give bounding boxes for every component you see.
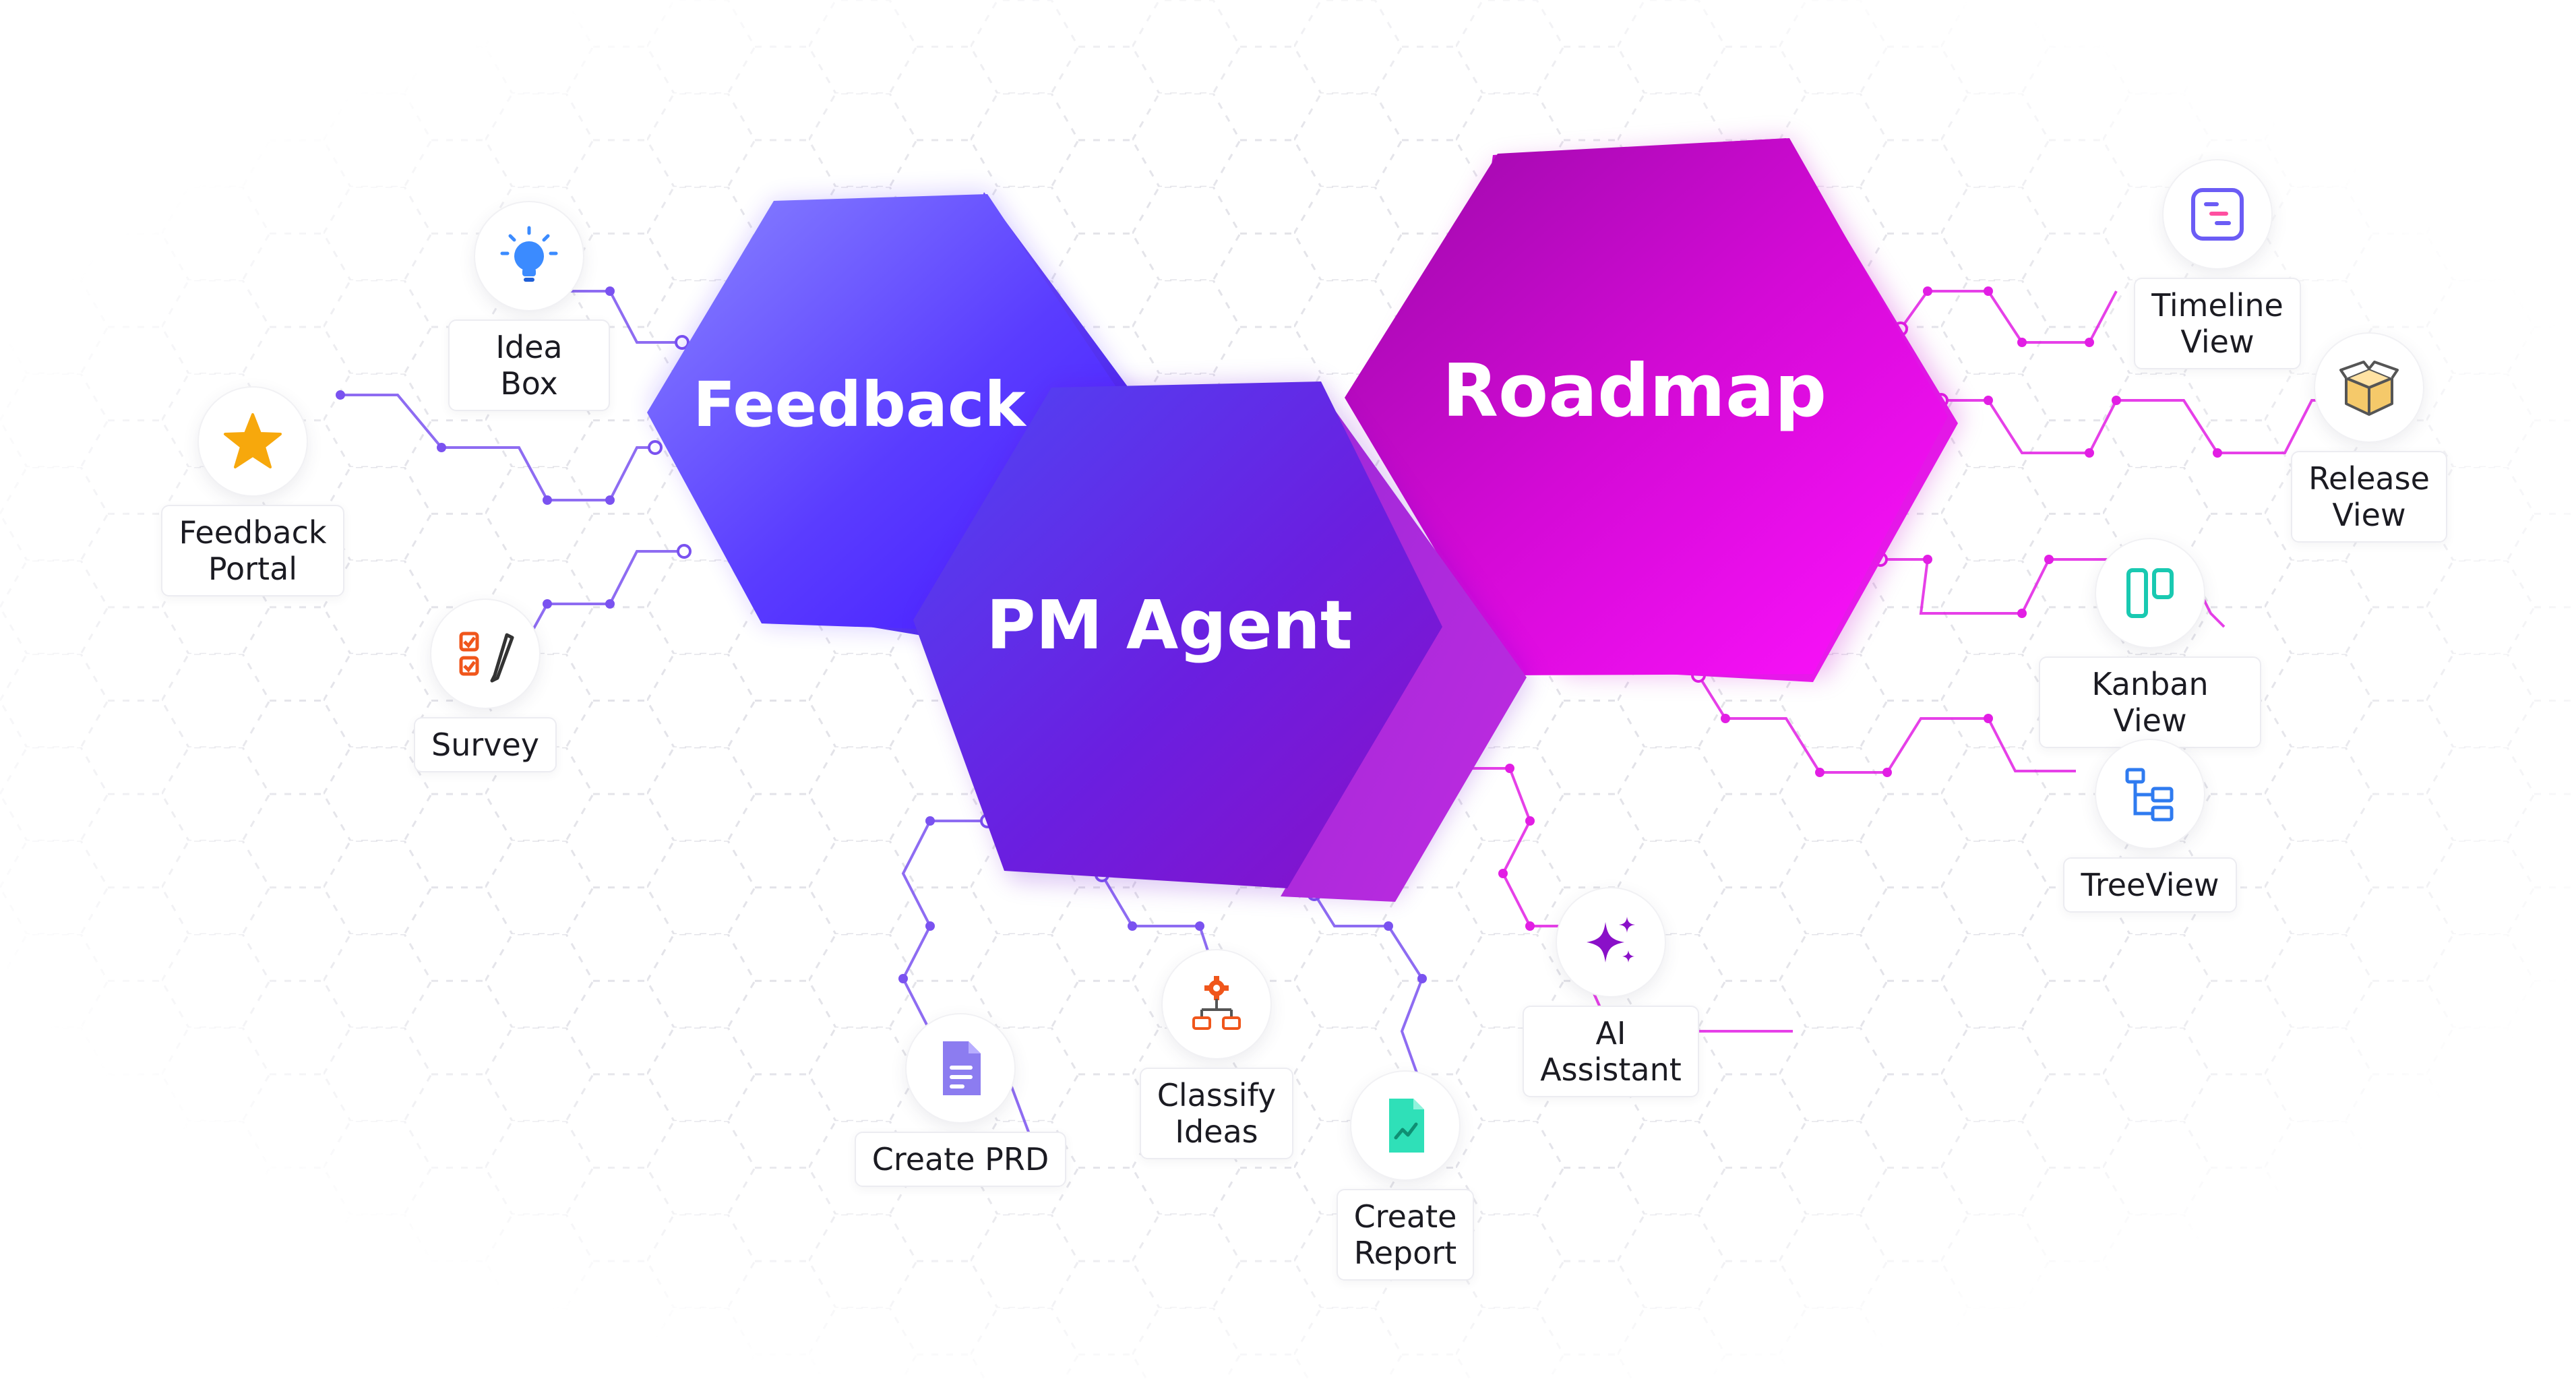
star-icon	[199, 388, 307, 495]
kanban-icon	[2096, 539, 2204, 647]
create-prd-label: Create PRD	[854, 1132, 1067, 1187]
feature-idea-box[interactable]: Idea Box	[448, 202, 610, 411]
timeline-icon	[2164, 160, 2271, 268]
gear-flow-icon	[1163, 950, 1270, 1058]
feature-ai-assistant[interactable]: AI Assistant	[1523, 888, 1699, 1097]
connector-dots-right	[1498, 286, 2222, 931]
tree-view-label: TreeView	[2063, 857, 2237, 913]
release-view-label: Release View	[2291, 451, 2447, 543]
roadmap-label: Roadmap	[1442, 349, 1827, 433]
report-icon	[1351, 1072, 1459, 1179]
feature-classify-ideas[interactable]: Classify Ideas	[1129, 950, 1304, 1159]
feature-create-prd[interactable]: Create PRD	[853, 1014, 1068, 1187]
feature-kanban-view[interactable]: Kanban View	[2039, 539, 2261, 748]
feature-create-report[interactable]: Create Report	[1324, 1072, 1486, 1281]
feedback-portal-label: Feedback Portal	[161, 505, 344, 596]
create-report-label: Create Report	[1336, 1189, 1475, 1281]
ai-assistant-label: AI Assistant	[1523, 1006, 1699, 1097]
checklist-icon	[431, 600, 539, 708]
sparkle-icon	[1557, 888, 1665, 996]
feature-feedback-portal[interactable]: Feedback Portal	[158, 388, 347, 596]
pm-agent-hexagon[interactable]: PM Agent	[913, 381, 1530, 902]
document-icon	[907, 1014, 1014, 1122]
box-icon	[2315, 334, 2423, 441]
roadmap-hexagon[interactable]: Roadmap	[1345, 138, 1963, 682]
feature-tree-view[interactable]: TreeView	[2062, 740, 2238, 913]
kanban-view-label: Kanban View	[2039, 656, 2261, 748]
idea-box-label: Idea Box	[448, 319, 610, 411]
feature-release-view[interactable]: Release View	[2291, 334, 2447, 543]
survey-label: Survey	[414, 717, 557, 772]
feature-timeline-view[interactable]: Timeline View	[2133, 160, 2302, 369]
lightbulb-icon	[475, 202, 583, 310]
feature-survey[interactable]: Survey	[414, 600, 557, 772]
pm-agent-label: PM Agent	[986, 586, 1352, 665]
timeline-view-label: Timeline View	[2134, 278, 2301, 369]
feedback-label: Feedback	[693, 369, 1026, 441]
tree-icon	[2096, 740, 2204, 848]
classify-ideas-label: Classify Ideas	[1139, 1068, 1294, 1159]
